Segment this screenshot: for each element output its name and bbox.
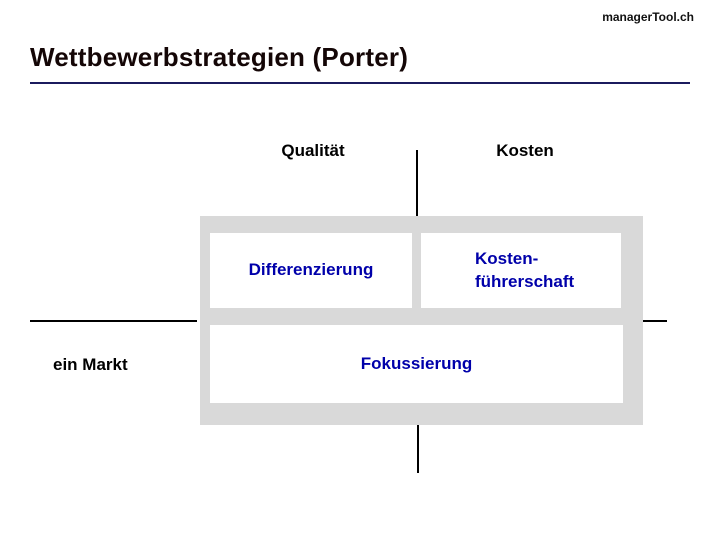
column-label-quality: Qualität [281,141,345,160]
market-row-label: ein Markt [53,355,128,374]
cost-leadership-line1: Kosten- [475,249,539,269]
strategy-box-differentiation: Differenzierung [210,233,412,308]
strategy-box-focus-label: Fokussierung [360,353,473,373]
strategy-box-differentiation-label: Differenzierung [248,260,374,280]
title-underline-rule [30,82,690,84]
column-label-cost: Kosten [496,141,554,160]
market-row-line-left [30,320,197,322]
strategy-box-cost-leadership-label: Kosten- führerschaft [475,248,574,292]
watermark-brand: managerTool.ch [602,10,694,24]
market-row-line-right [643,320,667,322]
strategy-box-focus: Fokussierung [210,325,623,403]
page-title: Wettbewerbstrategien (Porter) [30,42,409,72]
axis-vertical-line-bottom [417,425,419,473]
cost-leadership-line2: führerschaft [475,271,575,291]
strategy-box-cost-leadership: Kosten- führerschaft [421,233,621,308]
axis-vertical-line-top [416,150,418,216]
